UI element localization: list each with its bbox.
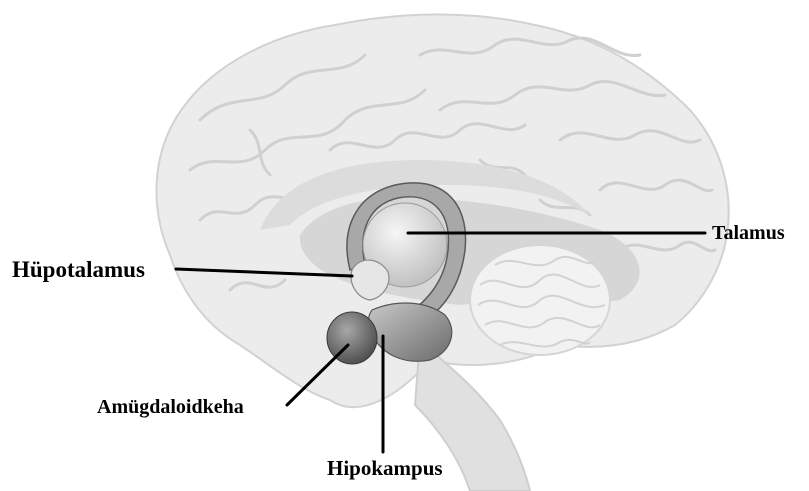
cerebellum: [470, 245, 610, 355]
label-hypothalamus: Hüpotalamus: [12, 258, 145, 281]
label-hippocampus: Hipokampus: [327, 458, 443, 479]
label-talamus: Talamus: [712, 223, 785, 243]
label-amygdala: Amügdaloidkeha: [97, 397, 244, 417]
